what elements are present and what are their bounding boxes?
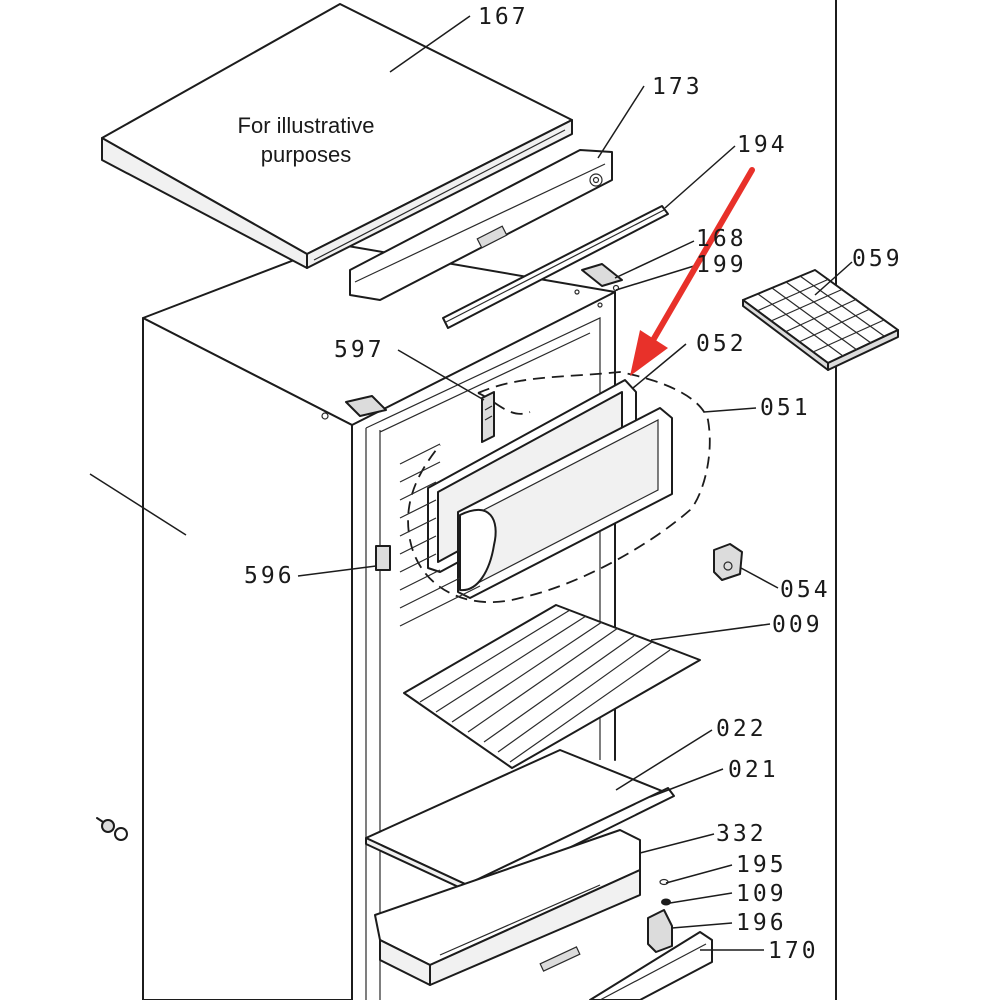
control-trim	[349, 149, 613, 301]
shelf-rails	[399, 443, 481, 627]
hinge-196	[647, 909, 673, 953]
top-cover	[101, 3, 573, 269]
bracket-596	[375, 545, 391, 571]
illustrative-note: For illustrative purposes	[238, 113, 375, 167]
callout-596: 596	[244, 563, 295, 589]
callout-173: 173	[652, 74, 703, 100]
callout-009: 009	[772, 612, 823, 638]
note-line-2: purposes	[261, 142, 352, 167]
hinge-bracket-top	[581, 263, 623, 292]
hinge-054	[713, 543, 743, 581]
note-line-1: For illustrative	[238, 113, 375, 138]
callout-597: 597	[334, 337, 385, 363]
callout-170: 170	[768, 938, 819, 964]
callout-109: 109	[736, 881, 787, 907]
callout-054: 054	[780, 577, 831, 603]
callout-167: 167	[478, 4, 529, 30]
washer-195	[659, 878, 669, 886]
callout-059: 059	[852, 246, 903, 272]
callout-labels: 167 173 194 168 199 059 052 051 597 596 …	[244, 4, 903, 964]
cabinet-body	[89, 243, 616, 1000]
freezer-door-assembly	[427, 379, 673, 599]
callout-168: 168	[696, 226, 747, 252]
callout-195: 195	[736, 852, 787, 878]
trim-strip	[442, 205, 669, 329]
callout-052: 052	[696, 331, 747, 357]
ice-tray	[742, 269, 899, 371]
callout-021: 021	[728, 757, 779, 783]
callout-051: 051	[760, 395, 811, 421]
leveling-foot	[96, 817, 128, 841]
callout-022: 022	[716, 716, 767, 742]
washer-109	[661, 898, 671, 906]
leader-lines	[297, 15, 853, 951]
callout-332: 332	[716, 821, 767, 847]
door-group-outline	[407, 371, 711, 603]
callout-196: 196	[736, 910, 787, 936]
crisper-drawer	[374, 829, 641, 986]
callout-194: 194	[737, 132, 788, 158]
callout-199: 199	[696, 252, 747, 278]
door-bin	[589, 931, 713, 1000]
highlight-arrow	[630, 167, 755, 376]
wire-shelf	[403, 604, 701, 769]
latch-597	[481, 391, 495, 443]
